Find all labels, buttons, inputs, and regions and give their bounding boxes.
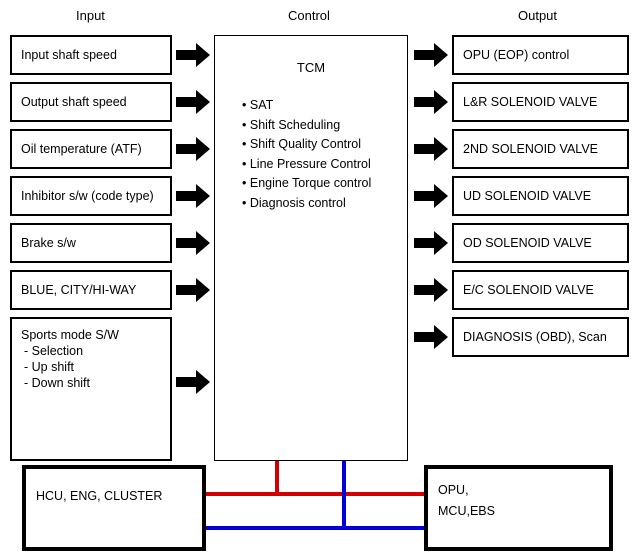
arrow-right-icon <box>414 184 448 208</box>
output-box-ud-solenoid: UD SOLENOID VALVE <box>452 176 629 216</box>
sports-mode-item-up-shift: - Up shift <box>24 360 75 374</box>
sports-mode-item-selection: - Selection <box>24 344 84 358</box>
sports-mode-item-down-shift: - Down shift <box>24 376 90 390</box>
arrow-right-icon <box>176 184 210 208</box>
arrow-right-icon <box>414 137 448 161</box>
output-header: Output <box>518 8 558 23</box>
input-header: Input <box>76 8 105 23</box>
arrow-right-icon <box>414 325 448 349</box>
output-box-diagnosis-obd: DIAGNOSIS (OBD), Scan <box>452 317 629 357</box>
arrow-right-icon <box>176 278 210 302</box>
tcm-function-item: Shift Scheduling <box>242 116 371 136</box>
control-header: Control <box>288 8 330 23</box>
arrow-right-icon <box>176 231 210 255</box>
arrow-right-icon <box>414 278 448 302</box>
tcm-function-list: SAT Shift Scheduling Shift Quality Contr… <box>242 96 371 213</box>
arrow-right-icon <box>176 370 210 394</box>
input-box-input-shaft-speed: Input shaft speed <box>10 35 172 75</box>
tcm-function-item: Engine Torque control <box>242 174 371 194</box>
output-box-lr-solenoid: L&R SOLENOID VALVE <box>452 82 629 122</box>
tcm-function-item: Line Pressure Control <box>242 155 371 175</box>
arrow-right-icon <box>176 43 210 67</box>
mcu-ebs-label: MCU,EBS <box>438 504 495 518</box>
input-box-output-shaft-speed: Output shaft speed <box>10 82 172 122</box>
arrow-right-icon <box>414 43 448 67</box>
tcm-box: TCM SAT Shift Scheduling Shift Quality C… <box>214 35 408 461</box>
opu-label: OPU, <box>438 483 469 497</box>
blue-bus-line <box>205 461 425 530</box>
input-box-inhibitor-switch: Inhibitor s/w (code type) <box>10 176 172 216</box>
hcu-eng-cluster-label: HCU, ENG, CLUSTER <box>36 489 163 503</box>
arrow-right-icon <box>414 231 448 255</box>
hcu-eng-cluster-box: HCU, ENG, CLUSTER <box>22 465 206 551</box>
input-box-sports-mode: Sports mode S/W - Selection - Up shift -… <box>10 317 172 461</box>
arrow-right-icon <box>176 90 210 114</box>
output-box-2nd-solenoid: 2ND SOLENOID VALVE <box>452 129 629 169</box>
output-box-od-solenoid: OD SOLENOID VALVE <box>452 223 629 263</box>
red-bus-line <box>205 461 425 496</box>
tcm-function-item: Diagnosis control <box>242 194 371 214</box>
input-box-brake-switch: Brake s/w <box>10 223 172 263</box>
output-box-opu-control: OPU (EOP) control <box>452 35 629 75</box>
tcm-function-item: SAT <box>242 96 371 116</box>
output-box-ec-solenoid: E/C SOLENOID VALVE <box>452 270 629 310</box>
arrow-right-icon <box>414 90 448 114</box>
arrow-right-icon <box>176 137 210 161</box>
tcm-function-item: Shift Quality Control <box>242 135 371 155</box>
sports-mode-title: Sports mode S/W <box>21 328 119 342</box>
opu-mcu-ebs-box: OPU, MCU,EBS <box>424 465 613 551</box>
tcm-title: TCM <box>296 60 326 75</box>
input-box-oil-temperature: Oil temperature (ATF) <box>10 129 172 169</box>
input-box-blue-city-hiway: BLUE, CITY/HI-WAY <box>10 270 172 310</box>
